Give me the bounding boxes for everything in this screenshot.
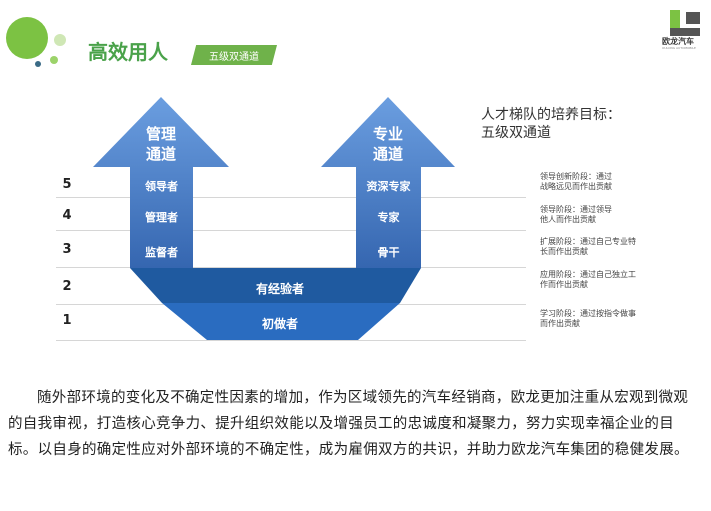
professional-arrow <box>321 97 455 268</box>
role-label: 骨干 <box>377 246 400 259</box>
tag-badge: 五级双通道 <box>191 45 277 65</box>
professional-channel-label: 专业 通道 <box>372 125 403 163</box>
level-number: 2 <box>62 279 72 294</box>
slide-image: 高效用人 五级双通道 欧龙汽车 OULONG AUTOMOBILE 5 4 3 … <box>6 10 700 341</box>
role-label: 管理者 <box>145 211 178 224</box>
role-label: 初做者 <box>261 317 298 331</box>
training-goal-heading: 人才梯队的培养目标： 五级双通道 <box>481 107 621 141</box>
level-number: 5 <box>62 177 72 192</box>
row-divider <box>56 340 526 341</box>
role-label: 专家 <box>377 211 400 224</box>
logo-subtext: OULONG AUTOMOBILE <box>662 46 696 50</box>
slide-title: 高效用人 <box>88 40 168 64</box>
beginner-base <box>162 303 400 340</box>
row-divider <box>56 230 526 231</box>
career-ladder-diagram <box>93 97 455 340</box>
level-number: 1 <box>62 313 72 328</box>
stage-description: 学习阶段：通过按指令做事而作出贡献 <box>540 309 636 328</box>
body-paragraph: 随外部环境的变化及不确定性因素的增加，作为区域领先的汽车经销商，欧龙更加注重从宏… <box>8 390 689 458</box>
row-divider <box>56 197 526 198</box>
management-channel-label: 管理 通道 <box>145 125 176 163</box>
row-divider <box>56 267 526 268</box>
oulong-logo-icon <box>670 10 700 36</box>
role-label: 监督者 <box>145 246 178 259</box>
role-label: 有经验者 <box>255 282 304 296</box>
management-arrow <box>93 97 229 268</box>
role-label: 领导者 <box>145 180 178 193</box>
decorative-circles <box>6 17 66 67</box>
role-label: 资深专家 <box>366 180 411 193</box>
level-number: 4 <box>62 208 72 223</box>
tag-label: 五级双通道 <box>209 52 259 63</box>
stage-description: 领导阶段：通过领导他人而作出贡献 <box>540 205 612 224</box>
experienced-base <box>130 268 421 303</box>
stage-description: 扩展阶段：通过自己专业特长而作出贡献 <box>540 237 636 256</box>
level-number: 3 <box>62 242 72 257</box>
logo-text: 欧龙汽车 <box>662 37 694 46</box>
stage-description: 领导创新阶段：通过战略远见而作出贡献 <box>540 172 612 191</box>
stage-description: 应用阶段：通过自己独立工作而作出贡献 <box>540 270 636 289</box>
